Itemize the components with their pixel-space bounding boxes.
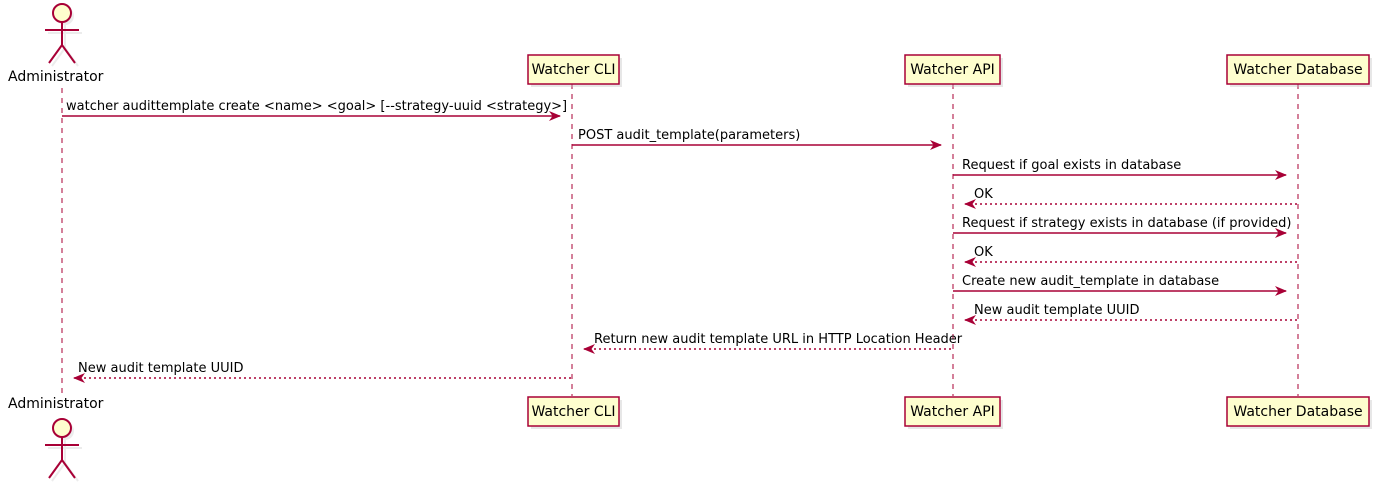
participant-box-watcher-api-top [904,54,1003,87]
message-label-6: OK [974,245,993,260]
message-label-10: New audit template UUID [78,361,244,376]
participant-label-watcher-cli-bottom[interactable]: Watcher CLI [531,403,616,420]
participant-label-watcher-api-bottom[interactable]: Watcher API [910,403,995,420]
participant-box-watcher-api-bottom [904,396,1003,429]
message-label-3: Request if goal exists in database [962,158,1182,173]
message-label-7: Create new audit_template in database [962,274,1220,289]
actor-label-administrator-bottom: Administrator [8,396,104,412]
participant-label-watcher-database-top[interactable]: Watcher Database [1233,61,1363,78]
participant-label-watcher-database-bottom[interactable]: Watcher Database [1233,403,1363,420]
message-label-5: Request if strategy exists in database (… [962,216,1292,231]
participant-box-watcher-cli-bottom [527,396,622,429]
message-label-1: watcher audittemplate create <name> <goa… [66,99,568,114]
participant-box-watcher-cli-top [527,54,622,87]
participant-box-watcher-database-top [1226,54,1372,87]
message-label-9: Return new audit template URL in HTTP Lo… [594,332,963,347]
participant-box-watcher-database-bottom [1226,396,1372,429]
participant-label-watcher-api-top[interactable]: Watcher API [910,61,995,78]
message-label-2: POST audit_template(parameters) [578,128,801,143]
message-label-8: New audit template UUID [974,303,1140,318]
actor-label-administrator-top: Administrator [8,69,104,85]
actor-administrator-bottom [45,418,82,482]
participant-label-watcher-cli-top[interactable]: Watcher CLI [531,61,616,78]
message-label-4: OK [974,187,993,202]
actor-administrator-top [45,3,82,67]
